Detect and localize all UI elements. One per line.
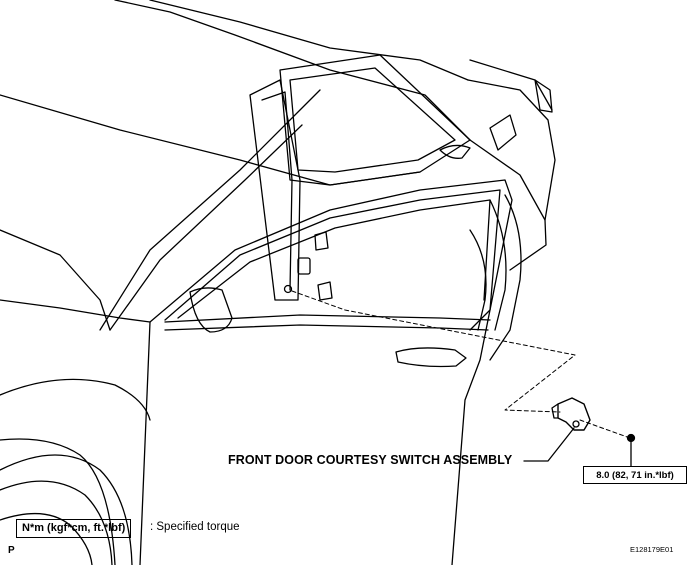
side-mirror — [189, 287, 233, 333]
rear-tire-inner — [469, 229, 487, 331]
roof-outline — [114, 0, 471, 141]
switch-screw-hole — [572, 420, 580, 428]
door-frame-inner — [177, 199, 491, 319]
door-window-frame — [164, 189, 501, 331]
legend-unit-box: N*m (kgf*cm, ft.*lbf) — [16, 519, 132, 538]
a-pillar-inner — [109, 124, 303, 331]
fuel-lid — [489, 114, 517, 151]
switch-plunger — [551, 403, 559, 419]
rear-window-glass — [289, 67, 456, 173]
striker — [297, 257, 311, 275]
torque-spec-box: 8.0 (82, 71 in.*lbf) — [583, 466, 687, 484]
beltline — [0, 94, 421, 186]
rear-wheel-arch — [489, 194, 522, 361]
rear-window-frame — [279, 54, 471, 186]
switch-body — [557, 397, 591, 431]
a-pillar — [99, 89, 321, 331]
roof-upper-line — [149, 0, 469, 81]
rear-deck-edge — [469, 59, 553, 111]
tail-lamp — [534, 79, 553, 113]
hood-line — [0, 299, 151, 323]
front-bumper — [0, 438, 116, 565]
b-pillar-inner — [261, 91, 293, 291]
courtesy-switch-hole — [283, 284, 293, 294]
part-label: FRONT DOOR COURTESY SWITCH ASSEMBLY — [228, 453, 513, 467]
leader-dashed-torque — [579, 419, 631, 439]
latch-bracket-lower — [317, 281, 333, 301]
front-tire-mid — [0, 480, 113, 565]
fender-curve — [0, 378, 151, 421]
corner-mark: P — [8, 545, 15, 556]
door-front-edge — [139, 321, 151, 565]
latch-bracket — [314, 231, 329, 251]
leader-dashed — [291, 290, 576, 413]
rear-deck — [467, 79, 556, 221]
figure-id: E128179E01 — [630, 545, 674, 554]
door-belt — [164, 314, 491, 323]
rear-tire — [489, 199, 507, 331]
door-outer — [149, 179, 513, 565]
legend-description: : Specified torque — [150, 521, 240, 533]
door-belt-lower — [164, 324, 489, 331]
front-tire-inner — [0, 512, 93, 565]
front-tire-outer — [0, 454, 133, 565]
rear-quarter — [469, 139, 547, 271]
windshield-edge — [0, 229, 111, 331]
part-label-leader — [523, 427, 575, 462]
door-handle — [395, 347, 467, 368]
b-pillar — [249, 79, 301, 301]
